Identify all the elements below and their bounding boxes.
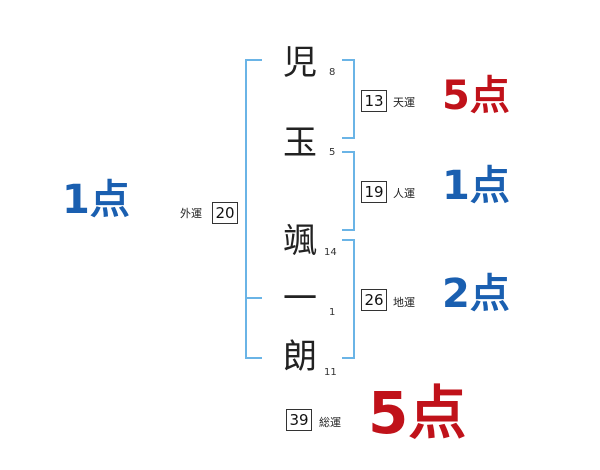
name-char-1: 児 — [283, 43, 317, 83]
souun-label: 総運 — [319, 416, 341, 429]
stroke-count-2: 5 — [329, 147, 336, 158]
stroke-count-1: 8 — [329, 67, 336, 78]
tenun-value: 13 — [361, 90, 387, 112]
name-char-3: 颯 — [283, 221, 317, 261]
jinun-score: 1点 — [442, 163, 510, 209]
gaiun-value: 20 — [212, 202, 238, 224]
stroke-count-4: 1 — [329, 307, 336, 318]
tenun-bracket — [342, 59, 355, 139]
gaiun-score: 1点 — [62, 177, 130, 223]
stroke-count-3: 14 — [324, 247, 337, 258]
chiun-label: 地運 — [393, 296, 415, 309]
chiun-score: 2点 — [442, 271, 510, 317]
jinun-bracket — [342, 151, 355, 231]
gaiun-label: 外運 — [180, 207, 202, 220]
jinun-value: 19 — [361, 181, 387, 203]
tenun-label: 天運 — [393, 96, 415, 109]
souun-value: 39 — [286, 409, 312, 431]
jinun-label: 人運 — [393, 187, 415, 200]
souun-score: 5点 — [368, 379, 467, 447]
name-char-4: 一 — [283, 279, 317, 319]
outer-bracket — [245, 59, 262, 359]
stroke-count-5: 11 — [324, 367, 337, 378]
tenun-score: 5点 — [442, 73, 510, 119]
chiun-value: 26 — [361, 289, 387, 311]
name-char-5: 朗 — [283, 337, 317, 377]
name-char-2: 玉 — [283, 123, 317, 163]
chiun-bracket — [342, 239, 355, 359]
